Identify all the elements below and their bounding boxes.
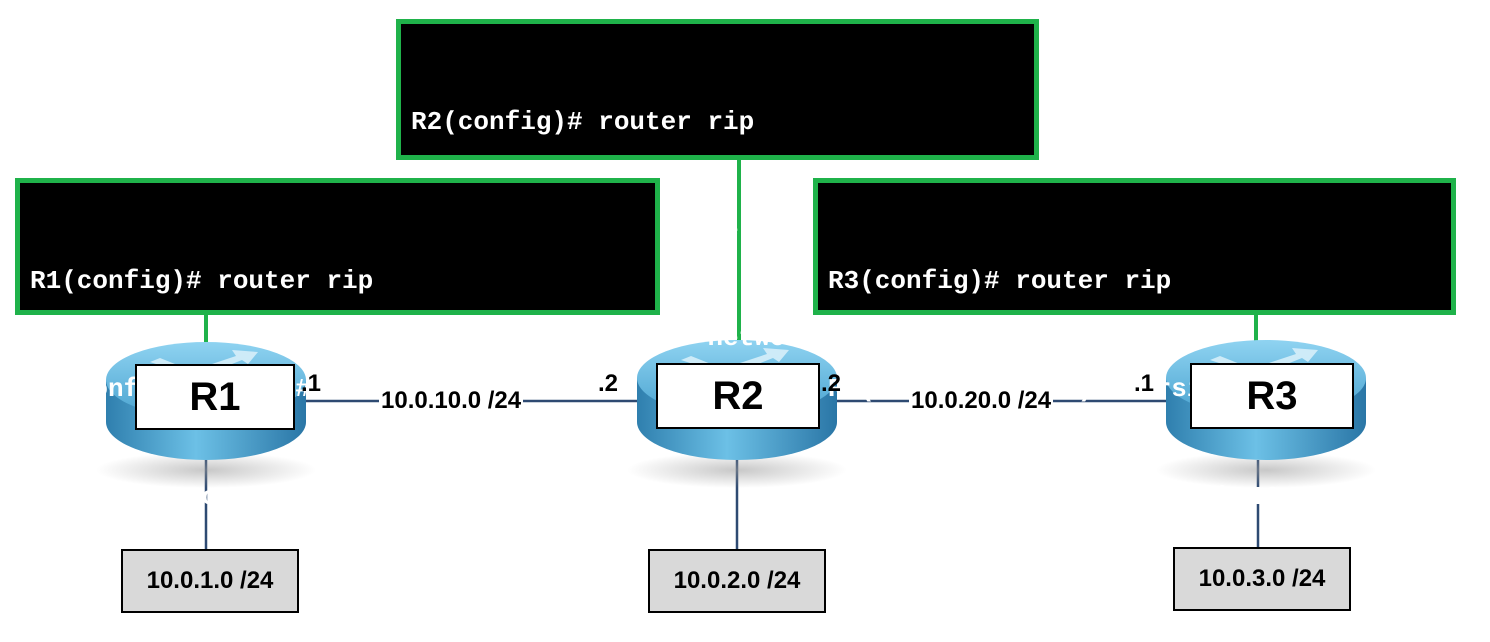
cli-line: R3(config)# router rip <box>828 266 1172 296</box>
router-label-r1: R1 <box>135 364 295 430</box>
interface-address-r2-right: .2 <box>821 370 842 397</box>
lan-box-r2: 10.0.2.0 /24 <box>648 549 826 613</box>
link-subnet-r2-r3: 10.0.20.0 /24 <box>909 387 1054 415</box>
link-subnet-r1-r2: 10.0.10.0 /24 <box>379 387 524 415</box>
cli-line: R1(config)# router rip <box>30 266 374 296</box>
lan-box-r3: 10.0.3.0 /24 <box>1173 547 1351 611</box>
cli-box-r1: R1(config)# router rip R1(config-router)… <box>15 178 660 512</box>
cli-line: R1(config-router)# version 2 <box>30 371 655 407</box>
router-label-r2: R2 <box>656 363 820 429</box>
cli-box-r2: R2(config)# router rip R2(config-router)… <box>396 19 1039 353</box>
cli-box-r3: R3(config)# router rip R3(config-router)… <box>813 178 1456 512</box>
router-label-r3: R3 <box>1190 363 1354 429</box>
cli-line: R1(config-router)# network 10.0.0.0 <box>30 482 577 512</box>
interface-address-r2-left: .2 <box>598 370 619 397</box>
interface-address-r3: .1 <box>1134 370 1155 397</box>
lan-box-r1: 10.0.1.0 /24 <box>121 549 299 613</box>
cli-line: R2(config)# router rip <box>411 107 755 137</box>
cli-line: R2(config-router)# network 10.0.0.0 <box>411 323 958 353</box>
cli-line: R3(config-router)# network 10.0.0.0 <box>828 482 1375 512</box>
interface-address-r1: .1 <box>301 370 322 397</box>
